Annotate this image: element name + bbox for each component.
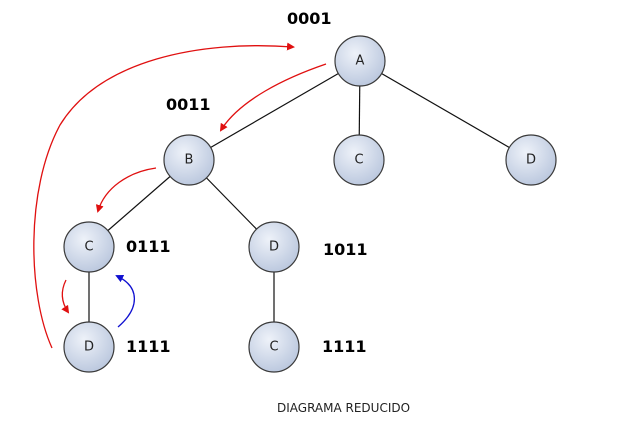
arrow-b-to-c [95,167,157,213]
node-b-label: B [185,153,194,168]
diagram-caption: DIAGRAMA REDUCIDO [277,401,410,415]
edge-a-d [359,60,532,161]
node-c-bottom: C [248,321,300,373]
code-b: 0011 [166,95,211,114]
edge-a-b [188,60,361,161]
node-c-top: C [333,134,385,186]
code-a: 0001 [287,9,332,28]
arrow-d-back-to-a [33,42,295,349]
node-c-mid: C [63,221,115,273]
code-c-mid: 0111 [126,237,171,256]
node-d-mid-label: D [269,240,279,255]
tree-edges [88,60,532,347]
node-c-mid-label: C [84,240,93,255]
node-c-top-label: C [354,153,363,168]
node-b: B [163,134,215,186]
node-d-mid: D [248,221,300,273]
arrow-d-back-to-c [115,274,135,328]
code-d-mid: 1011 [323,240,368,259]
node-d-top-label: D [526,153,536,168]
code-c-bottom: 1111 [322,337,367,356]
arrow-a-to-b [219,63,327,132]
code-d-bottom: 1111 [126,337,171,356]
node-a: A [334,35,386,87]
node-d-bottom-label: D [84,340,94,355]
node-c-bottom-label: C [269,340,278,355]
node-d-bottom: D [63,321,115,373]
node-a-label: A [356,54,365,69]
traversal-arrows [33,42,327,349]
node-d-top: D [505,134,557,186]
arrow-c-to-d [61,279,70,314]
